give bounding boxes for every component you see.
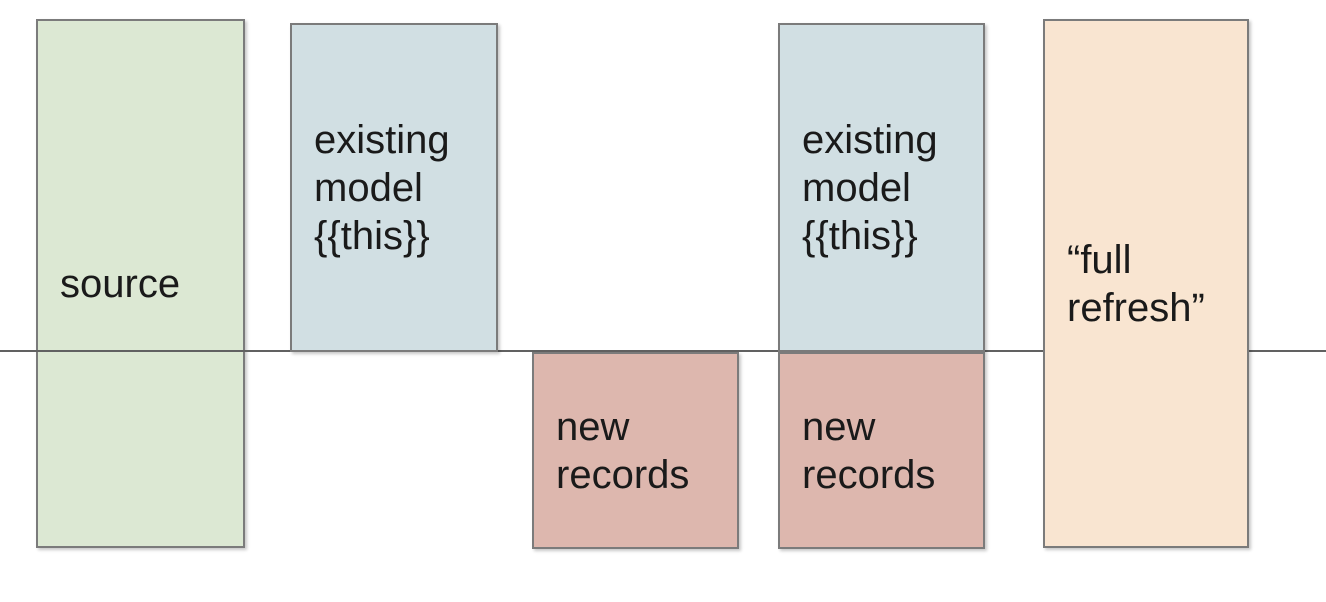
existing-model-box-1-label: existing model {{this}} (314, 117, 450, 258)
new-records-box-2-label: new records (802, 404, 936, 497)
new-records-box-1-label: new records (556, 404, 690, 497)
source-box-label: source (60, 261, 181, 306)
existing-model-box-2: existing model {{this}} (778, 23, 985, 352)
new-records-box-1: new records (532, 352, 739, 549)
new-records-box-2: new records (778, 352, 985, 549)
existing-model-box-1: existing model {{this}} (290, 23, 498, 352)
timeline-rule (0, 350, 1326, 352)
full-refresh-box-label: “full refresh” (1067, 237, 1205, 330)
full-refresh-box: “full refresh” (1043, 19, 1249, 548)
source-box: source (36, 19, 245, 548)
existing-model-box-2-label: existing model {{this}} (802, 117, 938, 258)
